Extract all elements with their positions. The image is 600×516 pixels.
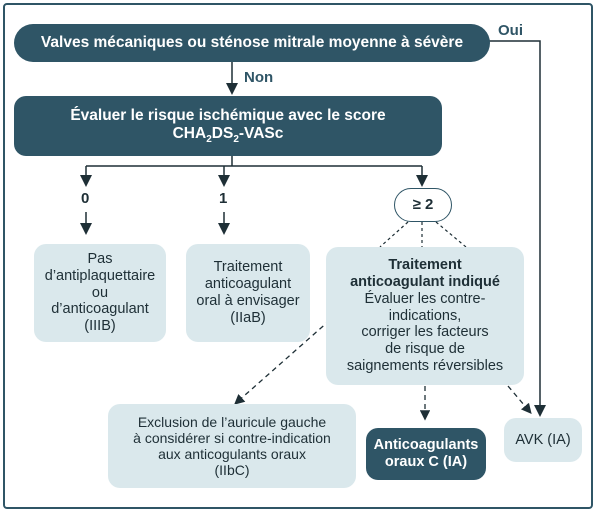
node-evaluate: Évaluer le risque ischémique avec le sco… — [14, 96, 442, 156]
node-evaluate-score: CHA2DS2-VASc — [172, 124, 284, 145]
box-anticoagulant-indicated: Traitement anticoagulant indiqué Évaluer… — [326, 247, 524, 385]
label-non: Non — [244, 69, 274, 86]
box-avk: AVK (IA) — [504, 418, 582, 462]
arrow-oui — [486, 40, 546, 417]
box-left-atrial-appendage: Exclusion de l’auricule gauche à considé… — [108, 404, 356, 488]
dash-ge2-right — [435, 221, 467, 248]
box-no-antiplatelet: Pas d’antiplaquettaire ou d’anticoagulan… — [34, 244, 166, 342]
label-oui: Oui — [498, 22, 523, 39]
dash-to-avk — [507, 385, 532, 414]
node-valves: Valves mécaniques ou sténose mitrale moy… — [14, 24, 490, 62]
box-aoc: Anticoagulants oraux C (IA) — [366, 428, 486, 480]
box-avk-text: AVK (IA) — [515, 431, 571, 448]
score-0: 0 — [81, 190, 90, 207]
dash-ge2-left — [379, 221, 409, 248]
dash-to-exclusion — [234, 319, 331, 405]
node-valves-text: Valves mécaniques ou sténose mitrale moy… — [40, 34, 464, 52]
box-anticoagulant-consider: Traitement anticoagulant oral à envisage… — [186, 244, 310, 342]
diagram-frame — [3, 3, 593, 509]
node-evaluate-line1: Évaluer le risque ischémique avec le sco… — [70, 106, 386, 124]
score-ge2: ≥ 2 — [394, 188, 452, 222]
score-1: 1 — [219, 190, 228, 207]
score-ge2-text: ≥ 2 — [412, 196, 434, 214]
